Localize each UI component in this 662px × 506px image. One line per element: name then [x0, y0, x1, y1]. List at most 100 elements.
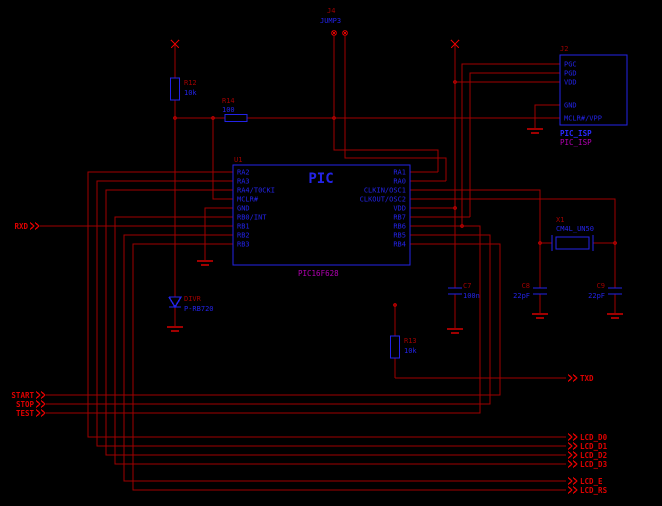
capacitor-plates[interactable] — [533, 287, 547, 295]
pin-x-marks — [170, 39, 460, 49]
net-flag-lcd-d0[interactable]: LCD_D0 — [567, 433, 608, 442]
net-flag-lcd-e[interactable]: LCD_E — [567, 477, 603, 486]
ground-symbol — [607, 313, 623, 319]
ground-symbol — [527, 128, 543, 134]
pic-pin-label: RB6 — [393, 223, 406, 231]
resistor-body[interactable] — [169, 77, 181, 101]
ground-symbol — [447, 328, 463, 334]
isp-pin-label: VDD — [564, 79, 577, 87]
chevron-right-icon — [567, 451, 578, 459]
pic-pin-label: RB0/INT — [237, 214, 267, 222]
capacitor-value: 100n — [463, 292, 480, 300]
resistor-r14[interactable]: R14 100 — [222, 97, 248, 123]
junction-dot — [453, 80, 457, 84]
chevron-right-icon — [35, 400, 46, 408]
isp-pin-label: PGC — [564, 61, 577, 69]
chevron-right-icon — [567, 442, 578, 450]
isp-name: PIC_ISP — [560, 129, 592, 138]
pic-pin-label: RB2 — [237, 232, 250, 240]
net-label: RXD — [14, 222, 28, 231]
capacitor-plates[interactable] — [448, 287, 462, 295]
capacitor-c9[interactable]: C9 22pF — [588, 282, 622, 300]
jumper-ref: J4 — [327, 7, 335, 15]
isp-pin-label: MCLR#/VPP — [564, 115, 602, 123]
chevron-right-icon — [567, 433, 578, 441]
capacitor-ref: C9 — [597, 282, 605, 290]
net-flag-start[interactable]: START — [11, 391, 46, 400]
resistor-ref: R12 — [184, 79, 197, 87]
isp-value: PIC_ISP — [560, 138, 592, 147]
capacitor-c7[interactable]: C7 100n — [448, 282, 480, 300]
junction-dot — [211, 116, 215, 120]
resistor-body[interactable] — [389, 335, 401, 359]
pic-pin-label: VDD — [393, 205, 406, 213]
chevron-right-icon — [35, 391, 46, 399]
jumper-pin-x-icon — [331, 30, 348, 36]
pin-x-mark — [450, 39, 460, 49]
chevron-right-icon — [29, 222, 40, 230]
jumper-pin[interactable] — [331, 30, 337, 36]
chevron-right-icon — [567, 460, 578, 468]
junction-dot — [332, 116, 336, 120]
pic-pin-label: RB3 — [237, 241, 250, 249]
ground-symbol — [167, 326, 183, 332]
pic-pin-label: CLKOUT/OSC2 — [360, 196, 406, 204]
junction-dot — [393, 303, 397, 307]
jumper-j4[interactable]: J4 JUMP3 — [320, 7, 348, 36]
crystal-body[interactable] — [555, 236, 590, 250]
pic-u1[interactable]: U1 PIC PIC16F628 RA2 RA3 RA4/T0CKI MCLR#… — [232, 156, 411, 278]
junction-dot — [538, 241, 542, 245]
pic-pin-label: RA1 — [393, 169, 406, 177]
net-flag-lcd-d2[interactable]: LCD_D2 — [567, 451, 607, 460]
junction-dots — [173, 80, 617, 307]
crystal-value: CM4L_UN50 — [556, 225, 594, 233]
isp-body[interactable] — [559, 54, 628, 126]
pic-body[interactable] — [232, 164, 411, 266]
pic-pin-label: RB1 — [237, 223, 250, 231]
pic-pin-label: RB4 — [393, 241, 406, 249]
crystal-ref: X1 — [556, 216, 564, 224]
pic-pin-label: MCLR# — [237, 196, 259, 204]
pic-title: PIC — [308, 171, 333, 187]
net-label: TEST — [16, 409, 35, 418]
isp-pin-label: GND — [564, 102, 577, 110]
net-flag-lcd-rs[interactable]: LCD_RS — [567, 486, 608, 495]
resistor-value: 100 — [222, 106, 235, 114]
diode-symbol[interactable] — [168, 296, 183, 309]
resistor-body[interactable] — [224, 113, 248, 123]
isp-pin-label: PGD — [564, 70, 577, 78]
net-flag-rxd[interactable]: RXD — [14, 222, 40, 231]
net-flag-lcd-d1[interactable]: LCD_D1 — [567, 442, 608, 451]
ground-symbol — [532, 313, 548, 319]
diode-ref: DIVR — [184, 295, 202, 303]
jumper-pin[interactable] — [342, 30, 348, 36]
net-label: LCD_E — [580, 477, 603, 486]
crystal-x1[interactable]: X1 CM4L_UN50 — [551, 216, 594, 251]
capacitor-plates[interactable] — [608, 287, 622, 295]
crystal-plates — [551, 235, 594, 251]
resistor-r12[interactable]: R12 10k — [169, 77, 198, 101]
pic-value: PIC16F628 — [298, 269, 339, 278]
pic-pin-label: RB5 — [393, 232, 406, 240]
chevron-right-icon — [35, 409, 46, 417]
pic-pin-label: CLKIN/OSC1 — [364, 187, 406, 195]
resistor-r13[interactable]: R13 10k — [389, 335, 418, 359]
isp-connector-j2[interactable]: J2 PGC PGD VDD GND MCLR#/VPP PIC_ISP PIC… — [559, 45, 628, 147]
capacitor-ref: C7 — [463, 282, 471, 290]
net-flag-stop[interactable]: STOP — [16, 400, 46, 409]
resistor-value: 10k — [404, 347, 417, 355]
chevron-right-icon — [567, 486, 578, 494]
junction-dot — [460, 224, 464, 228]
isp-ref: J2 — [560, 45, 568, 53]
pic-ref: U1 — [234, 156, 242, 164]
capacitor-c8[interactable]: C8 22pF — [513, 282, 547, 300]
net-label: START — [11, 391, 34, 400]
junction-dot — [613, 241, 617, 245]
capacitor-ref: C8 — [522, 282, 530, 290]
net-flag-test[interactable]: TEST — [16, 409, 46, 418]
diode-d1[interactable]: DIVR P-RB720 — [168, 295, 214, 313]
net-flag-lcd-d3[interactable]: LCD_D3 — [567, 460, 608, 469]
net-flag-txd[interactable]: TXD — [567, 374, 594, 383]
net-label: LCD_D2 — [580, 451, 607, 460]
jumper-value: JUMP3 — [320, 17, 341, 25]
